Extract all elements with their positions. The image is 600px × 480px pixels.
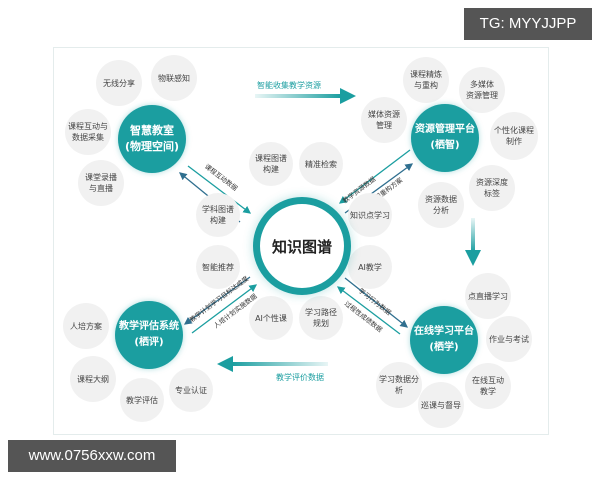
bubble-knowledge-learning: 知识点学习 [348, 193, 392, 237]
bubble-multimedia-manage: 多媒体 资源管理 [459, 67, 505, 113]
bubble-online-interaction: 在线互动 教学 [465, 363, 511, 409]
bubble-syllabus: 课程大纲 [70, 356, 116, 402]
bubble-media-resource: 媒体资源 管理 [361, 97, 407, 143]
bubble-personal-course: 个性化课程 制作 [490, 112, 538, 160]
bubble-homework-exam: 作业与考试 [486, 316, 532, 362]
bubble-patrol-supervise: 巡课与督导 [418, 382, 464, 428]
flow-label-bottom: 教学评价数据 [276, 373, 324, 382]
center-knowledge-graph: 知识图谱 [253, 197, 351, 295]
hub-resource-platform: 资源管理平台 (栖智) [411, 104, 479, 172]
bubble-subject-graph: 学科图谱 构建 [196, 193, 240, 237]
watermark-bottom-left: www.0756xxw.com [8, 440, 176, 472]
bubble-ai-teaching: AI教学 [348, 245, 392, 289]
bubble-resource-analysis: 资源数据 分析 [418, 182, 464, 228]
hub-evaluation-system: 教学评估系统 (栖评) [115, 301, 183, 369]
flow-label-top: 智能收集教学资源 [257, 81, 321, 90]
hub-learning-platform: 在线学习平台 (栖学) [410, 306, 478, 374]
bubble-precise-search: 精准检索 [299, 142, 343, 186]
bubble-teaching-eval: 教学评估 [120, 378, 164, 422]
bubble-learning-path: 学习路径 规划 [299, 296, 343, 340]
bubble-resource-tags: 资源深度 标签 [469, 165, 515, 211]
bubble-ai-personal-course: AI个性课 [249, 296, 293, 340]
bubble-training-plan: 人培方案 [63, 303, 109, 349]
bubble-iot-sensing: 物联感知 [151, 55, 197, 101]
bubble-course-graph: 课程图谱 构建 [249, 142, 293, 186]
bubble-smart-recommend: 智能推荐 [196, 245, 240, 289]
bubble-course-interaction: 课程互动与 数据采集 [65, 109, 111, 155]
bubble-course-refine: 课程精炼 与重构 [403, 57, 449, 103]
watermark-top-right: TG: MYYJJPP [464, 8, 592, 40]
hub-smart-classroom: 智慧教室 (物理空间) [118, 105, 186, 173]
bubble-wireless-share: 无线分享 [96, 60, 142, 106]
bubble-learning-analysis: 学习数据分 析 [376, 362, 422, 408]
bubble-live-learning: 点直播学习 [465, 273, 511, 319]
bubble-professional-cert: 专业认证 [169, 368, 213, 412]
bubble-recording-live: 课堂录播 与直播 [78, 160, 124, 206]
